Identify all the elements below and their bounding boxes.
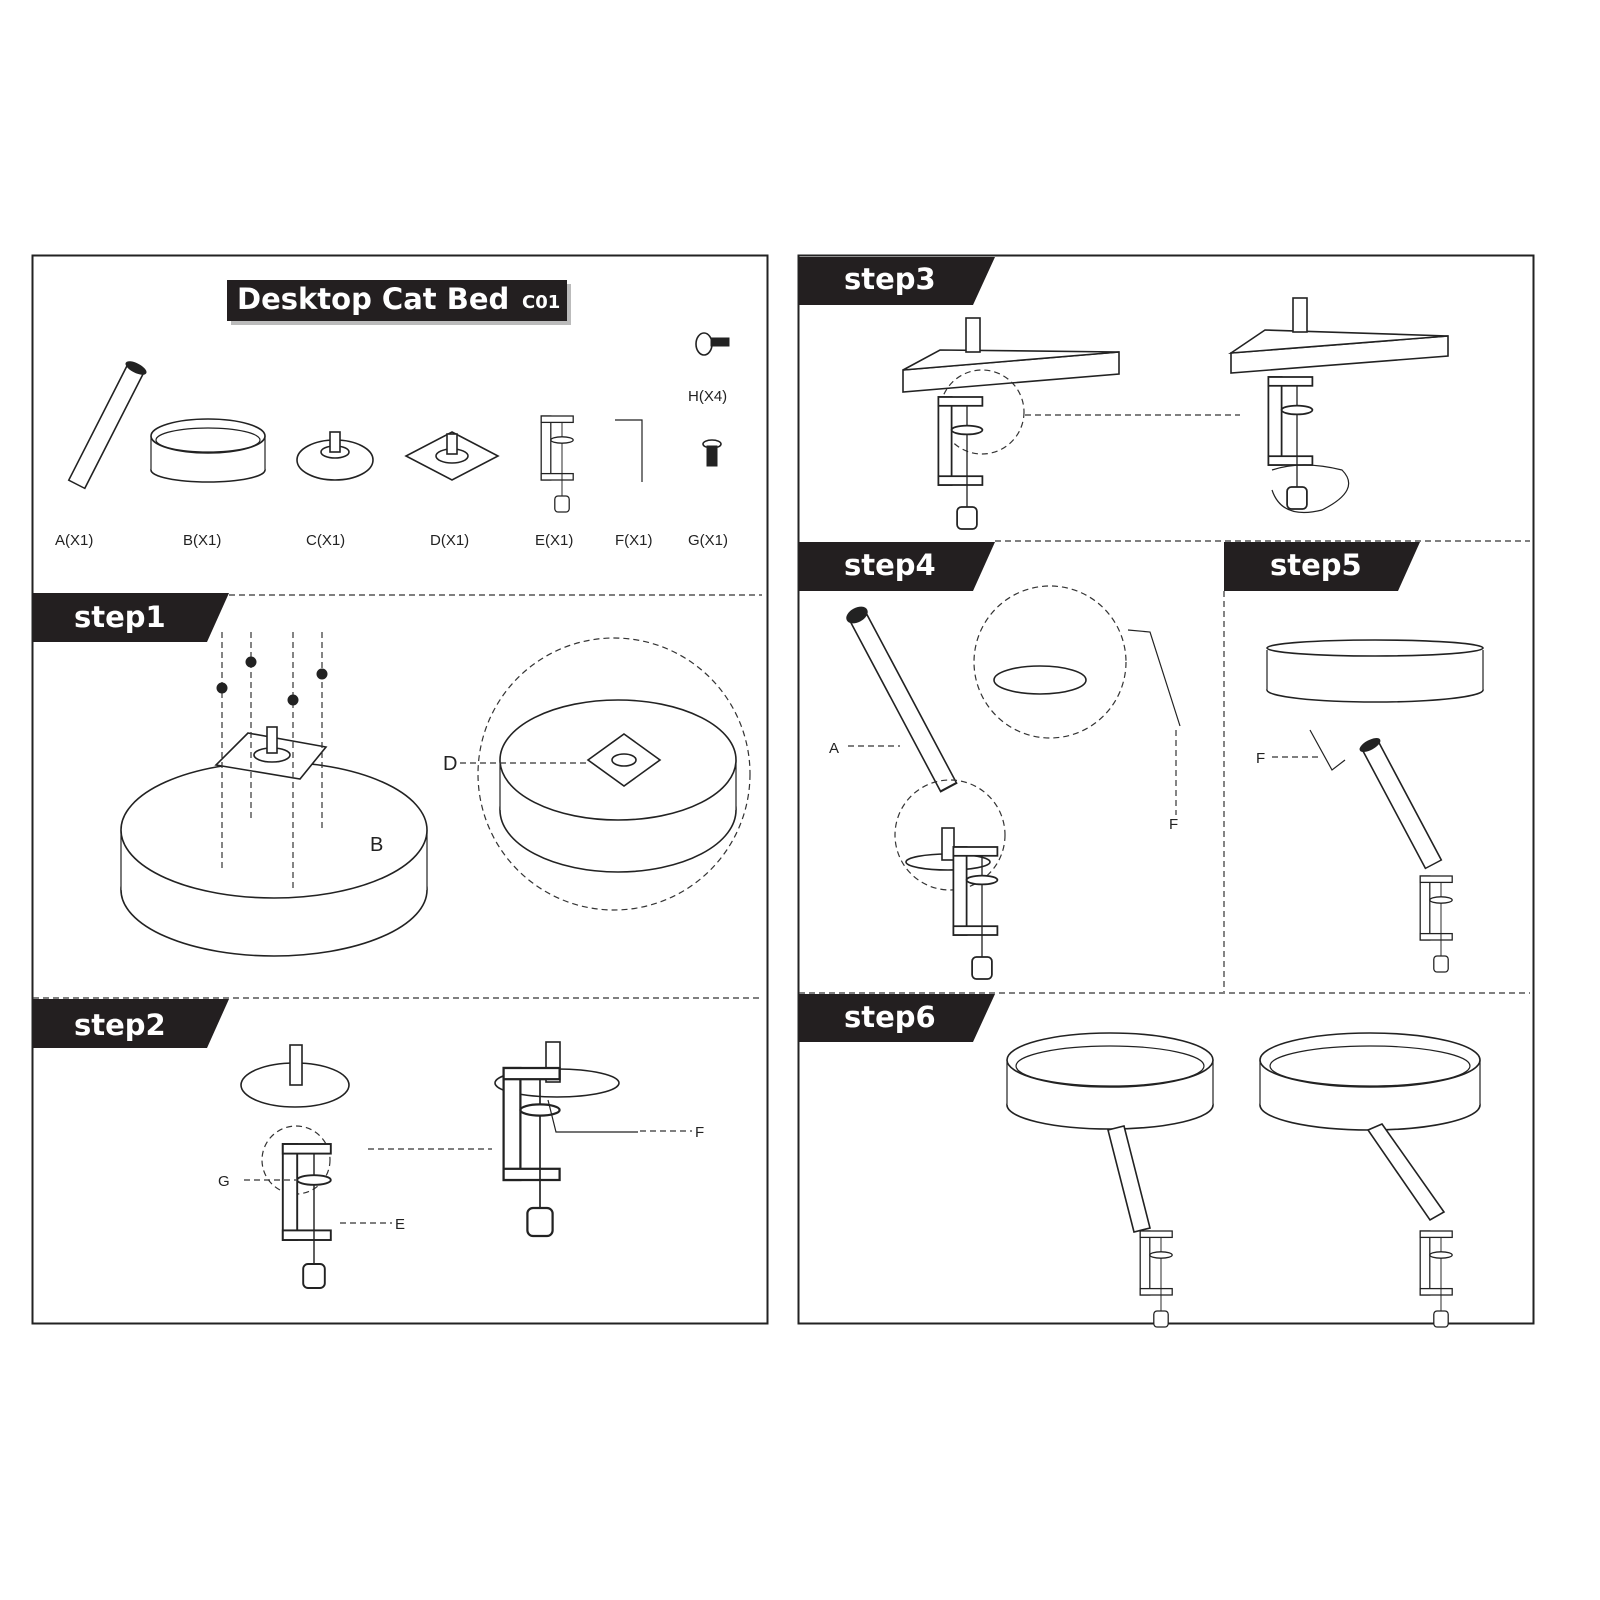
step3-banner: step3	[799, 257, 995, 305]
step6-banner: step6	[799, 992, 1530, 1042]
part-a-pole	[66, 358, 149, 491]
part-b-bowl	[150, 418, 266, 483]
step2-illustration: G E F	[218, 1041, 704, 1289]
step4-illustration: A F	[829, 585, 1181, 980]
step1-label: step1	[74, 600, 166, 634]
step1-illustration: D B	[120, 632, 751, 957]
part-e-clamp	[540, 415, 574, 513]
part-label-c: C(X1)	[306, 532, 345, 549]
callout-f: F	[695, 1124, 704, 1141]
right-panel	[797, 254, 1535, 1325]
part-d-plate	[404, 431, 500, 481]
step6-illustration	[1006, 1032, 1481, 1328]
part-label-g: G(X1)	[688, 532, 728, 549]
step3-label: step3	[844, 262, 936, 296]
step4-label: step4	[844, 548, 936, 582]
callout-e: E	[395, 1216, 405, 1233]
parts-list: A(X1) B(X1) C(X1) D(X1) E(X1) F(X1) G(X1…	[55, 332, 730, 549]
left-panel	[31, 254, 769, 1325]
callout-f: F	[1169, 816, 1178, 833]
step3-illustration	[902, 297, 1449, 530]
part-label-f: F(X1)	[615, 532, 653, 549]
title-text: Desktop Cat Bed	[237, 282, 509, 316]
step2-label: step2	[74, 1008, 166, 1042]
part-label-h: H(X4)	[688, 388, 727, 405]
part-label-e: E(X1)	[535, 532, 573, 549]
step2-banner: step2	[33, 997, 762, 1048]
part-f-hex-key	[615, 419, 643, 482]
callout-d: D	[443, 753, 457, 775]
part-h-thumb-screw	[695, 332, 730, 356]
step1-banner: step1	[33, 593, 762, 642]
part-c-mount	[296, 431, 374, 481]
title-banner: Desktop Cat Bed C01	[227, 280, 571, 325]
step5-illustration: F	[1256, 639, 1484, 973]
model-code: C01	[522, 292, 560, 313]
part-label-d: D(X1)	[430, 532, 469, 549]
callout-b: B	[370, 834, 383, 856]
step5-label: step5	[1270, 548, 1362, 582]
step5-banner: step5	[1223, 542, 1420, 992]
step4-banner: step4	[799, 540, 1530, 591]
callout-g: G	[218, 1173, 230, 1190]
part-g-screw	[702, 439, 722, 467]
callout-a: A	[829, 740, 839, 757]
part-label-b: B(X1)	[183, 532, 221, 549]
step6-label: step6	[844, 1000, 936, 1034]
part-label-a: A(X1)	[55, 532, 93, 549]
callout-f: F	[1256, 750, 1265, 767]
